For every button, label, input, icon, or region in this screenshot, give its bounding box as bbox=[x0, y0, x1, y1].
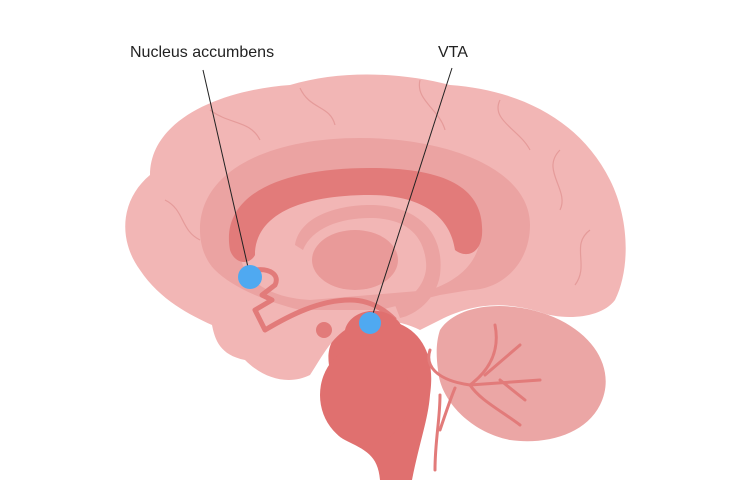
vta-marker bbox=[359, 312, 381, 334]
hypothalamus-outline bbox=[252, 267, 397, 333]
cerebellum bbox=[436, 306, 606, 442]
arbor-vitae bbox=[427, 323, 542, 472]
vta-leader bbox=[369, 67, 453, 324]
gyri-lines bbox=[164, 79, 591, 286]
vta-label: VTA bbox=[438, 44, 468, 61]
nucleus-accumbens-label: Nucleus accumbens bbox=[130, 44, 275, 61]
nucleus-accumbens-leader bbox=[202, 69, 251, 277]
corpus-callosum bbox=[228, 168, 483, 262]
pons bbox=[320, 345, 410, 445]
thalamus bbox=[312, 230, 398, 290]
mammillary-body bbox=[316, 322, 332, 338]
nucleus-accumbens-marker bbox=[238, 265, 262, 289]
